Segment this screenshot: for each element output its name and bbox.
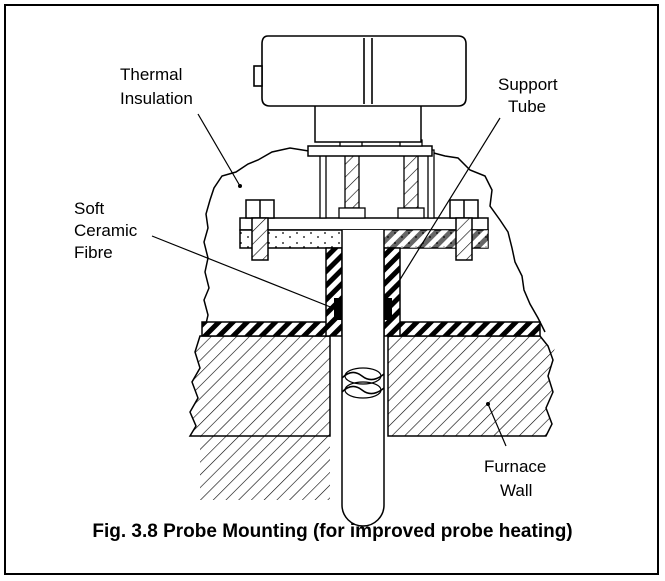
terminal-head (253, 35, 467, 107)
leader-support-tube (395, 117, 501, 287)
label-soft-ceramic-fibre: Soft Ceramic Fibre (74, 199, 142, 262)
support-studs (319, 149, 435, 219)
probe-tube (341, 230, 385, 527)
right-bolt (449, 199, 479, 261)
label-thermal-insulation: Thermal Insulation (120, 65, 193, 108)
label-support-tube: Support Tube (498, 75, 562, 116)
leader-furnace-wall (487, 403, 507, 447)
thermal-insulation-outline (203, 147, 546, 333)
leader-soft-ceramic-fibre (151, 235, 339, 311)
left-bolt (245, 199, 275, 261)
figure-caption: Fig. 3.8 Probe Mounting (for improved pr… (92, 521, 573, 542)
leader-thermal-insulation (197, 113, 241, 187)
label-furnace-wall: Furnace Wall (484, 457, 551, 500)
